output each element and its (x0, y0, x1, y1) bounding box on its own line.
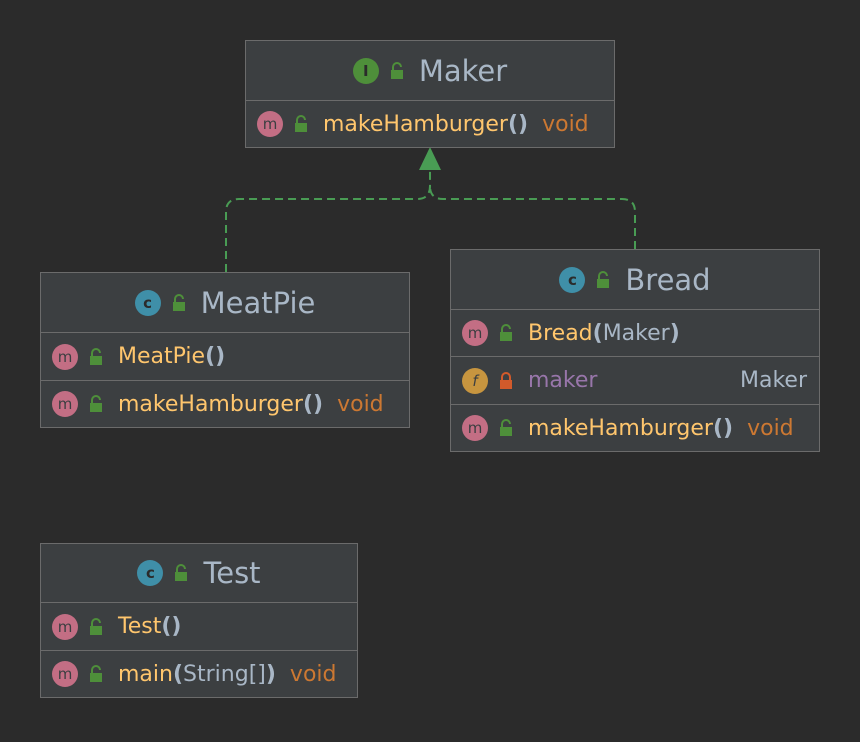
return-type: void (747, 415, 794, 441)
unlocked-icon (500, 324, 512, 341)
unlocked-icon (295, 115, 307, 132)
method-name: makeHamburger (118, 391, 303, 417)
return-type: void (289, 661, 337, 687)
test-class-box[interactable]: c Test m Test() m main(String[]) void (40, 543, 358, 698)
method-icon: m (52, 661, 78, 687)
unlocked-icon (175, 564, 188, 581)
member-row[interactable]: m MeatPie() (41, 333, 409, 381)
field-type: Maker (740, 368, 807, 393)
class-name: Maker (418, 53, 508, 88)
interface-icon: I (352, 57, 379, 84)
method-icon: m (52, 391, 78, 417)
close-paren: ) (669, 320, 680, 346)
meatpie-class-box[interactable]: c MeatPie m MeatPie() m makeHamburger() … (40, 272, 410, 428)
member-row[interactable]: f maker Maker (451, 357, 819, 405)
unlocked-icon (597, 270, 610, 288)
member-row[interactable]: m makeHamburger() void (246, 101, 614, 147)
class-name: Bread (625, 262, 711, 297)
member-row[interactable]: m Bread(Maker) (451, 310, 819, 357)
class-icon: c (134, 289, 161, 316)
method-parens: () (507, 111, 529, 137)
method-name: makeHamburger (323, 111, 508, 137)
method-name: makeHamburger (528, 415, 713, 441)
class-name: Test (203, 556, 261, 590)
locked-icon (500, 371, 512, 389)
method-icon: m (462, 320, 488, 346)
unlocked-icon (90, 347, 102, 365)
edge-meatpie-to-maker (225, 170, 431, 272)
maker-header: I Maker (246, 41, 614, 101)
method-parens: () (205, 344, 226, 369)
bread-header: c Bread (451, 250, 819, 310)
test-header: c Test (41, 544, 357, 603)
method-icon: m (52, 613, 78, 640)
maker-class-box[interactable]: I Maker m makeHamburger() void (245, 40, 615, 148)
class-icon: c (559, 266, 586, 293)
unlocked-icon (500, 419, 512, 436)
method-icon: m (257, 111, 283, 137)
member-row[interactable]: m makeHamburger() void (451, 405, 819, 451)
constructor-name: Bread (528, 320, 593, 346)
param-list: Maker (602, 320, 670, 346)
runnable-class-icon: c (137, 560, 164, 586)
unlocked-icon (172, 293, 185, 311)
unlocked-icon (90, 665, 102, 682)
unlocked-icon (90, 617, 102, 635)
unlocked-icon (90, 395, 102, 412)
close-paren: ) (265, 661, 276, 687)
param-list: String[] (183, 661, 266, 687)
method-icon: m (52, 343, 78, 370)
constructor-name: Test (118, 614, 162, 639)
method-parens: () (161, 614, 182, 639)
member-row[interactable]: m makeHamburger() void (41, 381, 409, 427)
member-row[interactable]: m Test() (41, 603, 357, 651)
bread-class-box[interactable]: c Bread m Bread(Maker) f maker Maker m m… (450, 249, 820, 452)
class-name: MeatPie (200, 285, 316, 320)
method-parens: () (712, 415, 734, 441)
return-type: void (337, 391, 384, 417)
method-icon: m (462, 415, 488, 441)
open-paren: ( (172, 661, 184, 687)
field-icon: f (462, 367, 488, 394)
open-paren: ( (592, 320, 603, 346)
method-name: main (118, 661, 173, 687)
return-type: void (542, 111, 589, 137)
field-name: maker (528, 368, 598, 393)
edge-bread-to-maker (429, 185, 636, 249)
meatpie-header: c MeatPie (41, 273, 409, 333)
edge-arrowhead (419, 147, 441, 170)
unlocked-icon (390, 61, 403, 79)
member-row[interactable]: m main(String[]) void (41, 651, 357, 697)
method-parens: () (302, 391, 324, 417)
constructor-name: MeatPie (118, 344, 206, 369)
